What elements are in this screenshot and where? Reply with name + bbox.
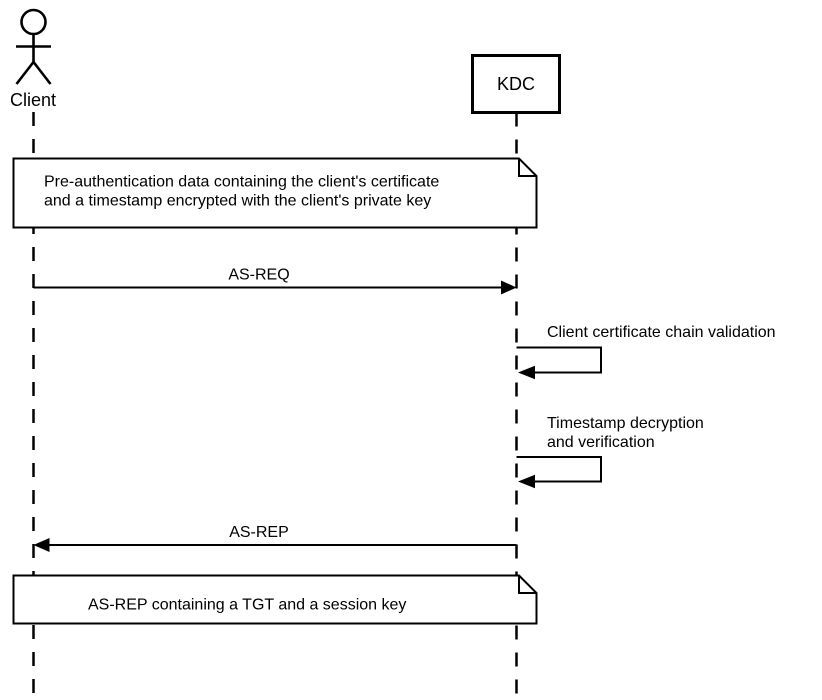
timestamp-label-line-2: and verification [547,434,655,451]
actor-right-leg [32,61,52,85]
cert-validation-label: Client certificate chain validation [547,324,776,341]
as-rep-message: AS-REP [33,524,517,552]
asrep-note-line-1: AS-REP containing a TGT and a session ke… [88,597,406,614]
client-actor-label: Client [10,90,56,110]
timestamp-self-loop-line [516,456,602,483]
preauth-note: Pre-authentication data containing the c… [12,157,538,229]
kdc-participant-box [471,54,561,114]
timestamp-arrowhead-icon [518,474,535,489]
preauth-note-line-1: Pre-authentication data containing the c… [44,174,439,191]
note-fold-icon [518,575,537,594]
as-req-message-label: AS-REQ [228,267,289,284]
asrep-note: AS-REP containing a TGT and a session ke… [12,574,538,625]
as-rep-arrowhead-icon [33,538,50,552]
stick-figure-icon [15,8,52,85]
preauth-note-line-2: and a timestamp encrypted with the clien… [44,193,431,210]
note-body [12,574,538,625]
cert-validation-self-loop-line [516,346,602,374]
as-req-message: AS-REQ [33,267,517,295]
as-rep-message-label: AS-REP [229,524,289,541]
as-req-arrowhead-icon [501,280,517,295]
note-body [12,157,538,229]
actor-left-leg [15,61,35,85]
note-fold-icon [518,158,537,177]
cert-validation-arrowhead-icon [518,365,535,380]
timestamp-label-line-1: Timestamp decryption [547,415,704,432]
kdc-participant-label: KDC [497,74,535,94]
actor-head [20,8,47,36]
timestamp-self-message: Timestamp decryption and verification [516,415,704,489]
cert-validation-self-message: Client certificate chain validation [516,324,776,380]
